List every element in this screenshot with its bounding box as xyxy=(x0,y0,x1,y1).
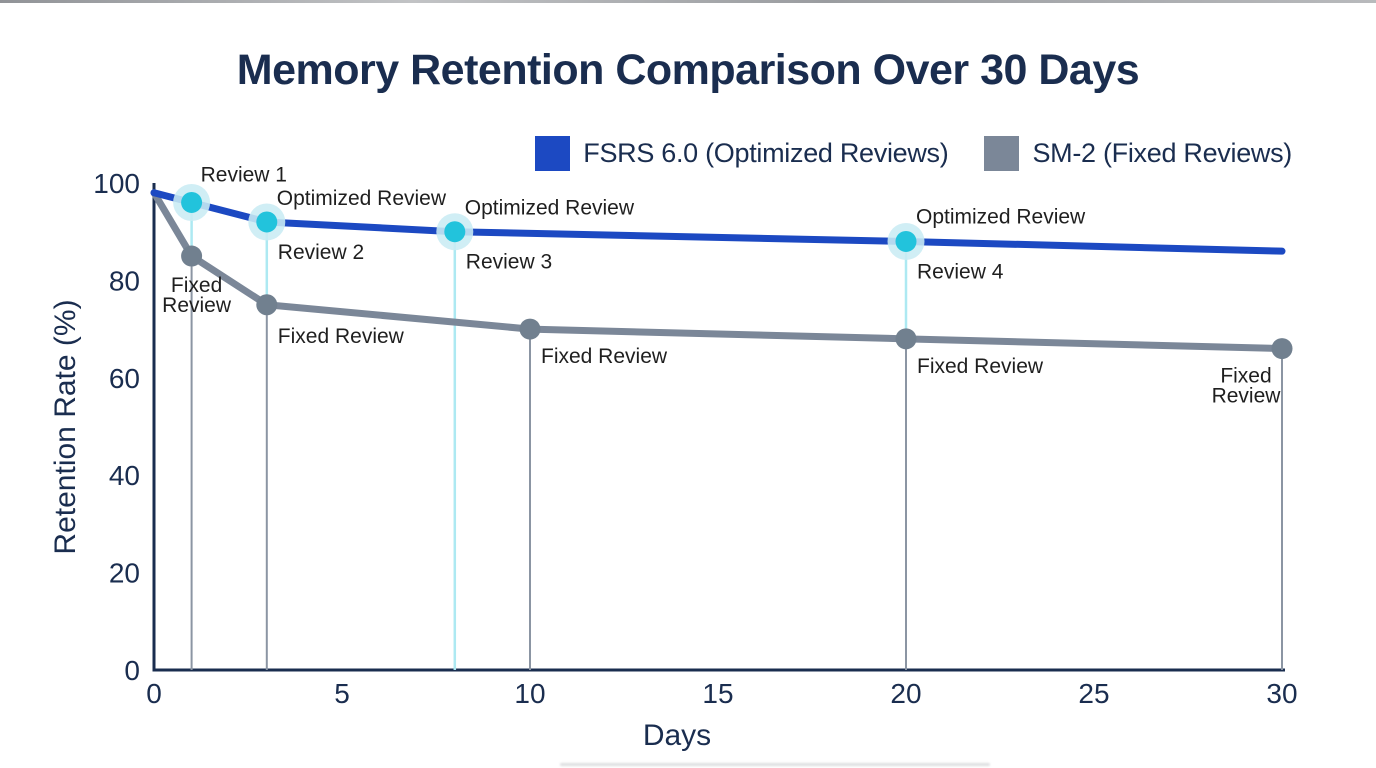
x-tick-label-10: 10 xyxy=(514,678,545,709)
fsrs-annotation-day-3-1: Review 2 xyxy=(278,241,364,264)
sm2-annotation-day-3: Fixed Review xyxy=(278,325,405,348)
x-tick-label-25: 25 xyxy=(1078,678,1109,709)
sm2-marker-day-1 xyxy=(181,245,203,267)
fsrs-annotation-day-8: Optimized Review xyxy=(465,197,635,220)
fsrs-annotation-day-8-1: Review 3 xyxy=(466,251,552,274)
fsrs-marker-day-3 xyxy=(256,211,278,233)
x-tick-label-15: 15 xyxy=(702,678,733,709)
x-tick-label-5: 5 xyxy=(334,678,350,709)
chart-title: Memory Retention Comparison Over 30 Days xyxy=(236,46,1140,94)
sm2-marker-day-30 xyxy=(1271,338,1293,360)
sm2-marker-day-3 xyxy=(256,294,278,316)
sm2-series-line xyxy=(150,189,1286,353)
legend-label-sm2: SM-2 (Fixed Reviews) xyxy=(1032,138,1292,168)
legend-swatch-fsrs xyxy=(535,136,571,171)
fsrs-marker-day-8 xyxy=(444,221,466,243)
screen-edge-artifact-bottom xyxy=(560,763,990,766)
sm2-annotation-day-10: Fixed Review xyxy=(541,345,668,368)
x-axis-title: Days xyxy=(642,719,712,752)
screen-edge-artifact-top xyxy=(0,0,1376,3)
legend-swatch-sm2 xyxy=(984,136,1020,171)
legend-item-fsrs: FSRS 6.0 (Optimized Reviews) xyxy=(535,136,949,171)
y-tick-label-20: 20 xyxy=(109,558,140,589)
sm2-marker-day-20 xyxy=(895,328,917,350)
fsrs-marker-day-20 xyxy=(895,230,917,252)
y-tick-label-40: 40 xyxy=(109,460,140,491)
sm2-marker-day-10 xyxy=(519,318,541,340)
fsrs-annotation-day-1: Review 1 xyxy=(201,163,287,186)
x-tick-label-20: 20 xyxy=(890,678,921,709)
y-tick-label-60: 60 xyxy=(109,363,140,394)
fsrs-marker-day-1 xyxy=(181,191,203,213)
y-tick-label-100: 100 xyxy=(93,168,140,199)
legend-item-sm2: SM-2 (Fixed Reviews) xyxy=(984,136,1292,171)
x-tick-label-30: 30 xyxy=(1266,678,1297,709)
fsrs-annotation-day-20-1: Review 4 xyxy=(917,260,1004,283)
legend: FSRS 6.0 (Optimized Reviews) SM-2 (Fixed… xyxy=(535,136,1292,171)
y-tick-label-80: 80 xyxy=(109,265,140,296)
fsrs-annotation-day-20: Optimized Review xyxy=(916,205,1086,228)
fsrs-annotation-day-3: Optimized Review xyxy=(277,187,447,210)
sm2-annotation-day-20: Fixed Review xyxy=(917,355,1044,378)
x-tick-label-0: 0 xyxy=(146,678,162,709)
y-tick-label-0: 0 xyxy=(124,655,140,686)
legend-label-fsrs: FSRS 6.0 (Optimized Reviews) xyxy=(583,138,949,168)
